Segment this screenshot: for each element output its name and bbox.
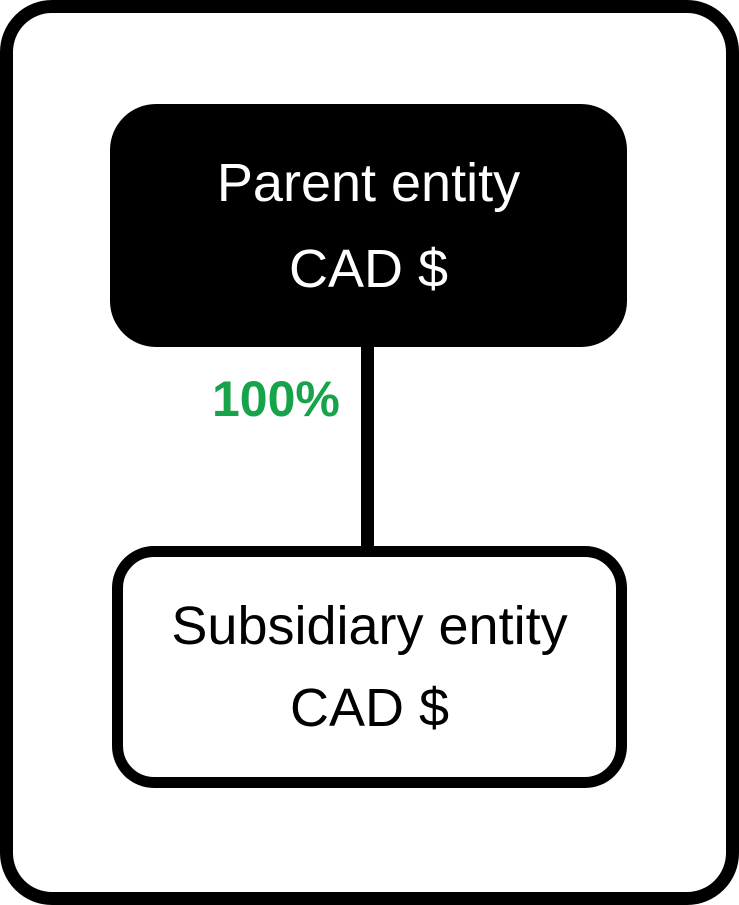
ownership-connector-line: [361, 344, 374, 558]
parent-entity-node: Parent entity CAD $: [110, 104, 627, 347]
parent-entity-name: Parent entity: [216, 152, 521, 213]
ownership-percentage-label: 100%: [212, 371, 340, 427]
subsidiary-entity-name: Subsidiary entity: [171, 596, 568, 656]
subsidiary-entity-currency: CAD $: [289, 678, 450, 738]
parent-entity-currency: CAD $: [288, 238, 449, 299]
subsidiary-entity-node: Subsidiary entity CAD $: [112, 546, 627, 788]
